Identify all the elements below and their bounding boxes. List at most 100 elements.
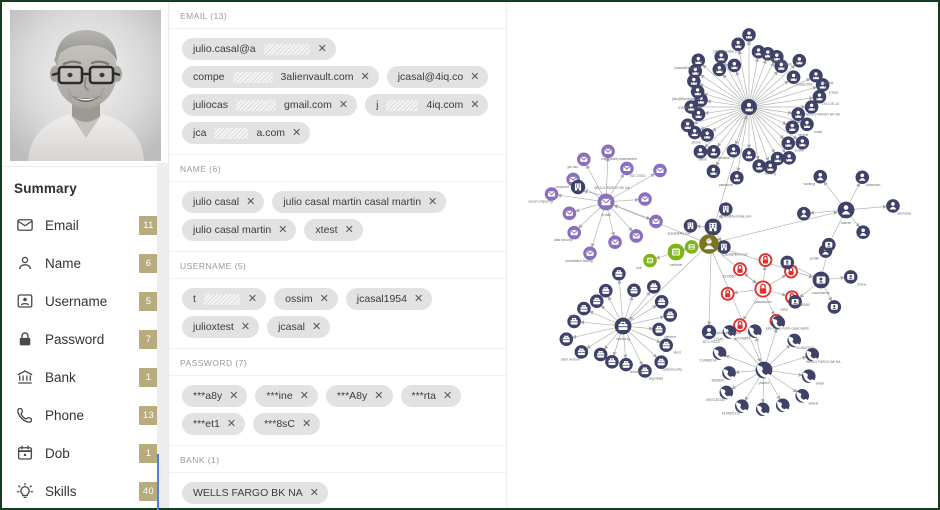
graph-node-skills[interactable] xyxy=(795,135,810,150)
graph-node-vehicle[interactable] xyxy=(684,240,699,254)
graph-node-skills[interactable] xyxy=(680,118,695,133)
graph-node-phone[interactable] xyxy=(801,369,816,384)
value-chip[interactable]: ***8sC✕ xyxy=(253,413,321,435)
graph-node-phone[interactable] xyxy=(722,325,737,339)
graph-hub-profile[interactable] xyxy=(704,218,722,236)
graph-node-skills[interactable] xyxy=(714,50,729,64)
value-chip[interactable]: ***A8y✕ xyxy=(325,385,393,407)
graph-node-phone[interactable] xyxy=(805,347,820,362)
graph-node-skills[interactable] xyxy=(693,144,708,159)
graph-node-email[interactable] xyxy=(649,214,663,229)
chip-remove-icon[interactable]: ✕ xyxy=(292,126,302,139)
graph-node-phone[interactable] xyxy=(722,366,736,380)
graph-node-work[interactable] xyxy=(647,279,661,294)
graph-node-username[interactable] xyxy=(788,294,802,309)
graph-node-work[interactable] xyxy=(593,347,608,362)
graph-node-name[interactable] xyxy=(797,206,811,221)
graph-node-email[interactable] xyxy=(620,161,634,176)
graph-node-skills[interactable] xyxy=(706,144,721,159)
graph-node-skills[interactable] xyxy=(712,62,727,77)
graph-node-skills[interactable] xyxy=(684,100,698,114)
graph-node-skills[interactable] xyxy=(812,89,827,104)
graph-node-vehicle[interactable] xyxy=(643,253,657,268)
graph-node-work[interactable] xyxy=(612,266,626,281)
graph-node-name[interactable] xyxy=(813,169,828,184)
chip-remove-icon[interactable]: ✕ xyxy=(443,389,453,402)
value-chip[interactable]: julio.casal@a✕ xyxy=(182,38,336,60)
value-chip[interactable]: julio casal✕ xyxy=(182,191,265,213)
value-chip[interactable]: t✕ xyxy=(182,288,267,310)
graph-node-work[interactable] xyxy=(659,338,674,353)
graph-node-email[interactable] xyxy=(567,225,581,240)
graph-node-profile[interactable] xyxy=(718,202,733,216)
graph-node-skills[interactable] xyxy=(726,143,741,158)
graph-node-name[interactable] xyxy=(856,225,870,240)
graph-node-skills[interactable] xyxy=(774,59,789,73)
graph-node-work[interactable] xyxy=(559,332,574,346)
value-chip[interactable]: ***rta✕ xyxy=(400,385,462,407)
graph-node-work[interactable] xyxy=(627,283,641,298)
graph-node-password[interactable] xyxy=(733,318,748,333)
chip-remove-icon[interactable]: ✕ xyxy=(319,292,329,305)
graph-node-phone[interactable] xyxy=(795,389,810,403)
graph-node-email[interactable] xyxy=(653,163,667,178)
graph-node-dob[interactable] xyxy=(701,324,717,340)
graph-canvas[interactable]: WELLS FARGO BK NAemailvehicleprofilework… xyxy=(507,2,938,508)
value-chip[interactable]: ***a8y✕ xyxy=(182,385,248,407)
graph-hub-vehicle[interactable] xyxy=(667,243,685,261)
graph-node-skills[interactable] xyxy=(800,117,814,132)
graph-node-skills[interactable] xyxy=(731,37,745,52)
graph-node-profile[interactable] xyxy=(717,240,731,254)
graph-node-username[interactable] xyxy=(822,237,836,252)
chip-remove-icon[interactable]: ✕ xyxy=(299,389,309,402)
graph-node-phone[interactable] xyxy=(755,402,770,417)
chip-remove-icon[interactable]: ✕ xyxy=(309,486,319,499)
graph-node-skills[interactable] xyxy=(770,151,785,166)
graph-node-skills[interactable] xyxy=(706,164,721,179)
graph-node-skills[interactable] xyxy=(809,68,823,83)
chip-remove-icon[interactable]: ✕ xyxy=(470,70,480,83)
graph-node-skills[interactable] xyxy=(688,64,703,78)
graph-node-email[interactable] xyxy=(629,229,644,243)
value-chip[interactable]: WELLS FARGO BK NA✕ xyxy=(182,482,328,504)
value-chip[interactable]: jcasal@4iq.co✕ xyxy=(386,66,489,88)
graph-node-password[interactable] xyxy=(720,286,735,301)
graph-node-username[interactable] xyxy=(827,300,842,314)
graph-node-skills[interactable] xyxy=(727,58,742,73)
graph-node-skills[interactable] xyxy=(742,147,756,162)
value-chip[interactable]: xtest✕ xyxy=(304,219,363,241)
graph-hub-name[interactable] xyxy=(837,201,855,219)
chip-remove-icon[interactable]: ✕ xyxy=(278,223,288,236)
graph-node-username[interactable] xyxy=(780,255,795,270)
value-chip[interactable]: jcasal1954✕ xyxy=(345,288,433,310)
chip-remove-icon[interactable]: ✕ xyxy=(229,389,239,402)
graph-node-bank[interactable] xyxy=(570,179,586,195)
graph-node-work[interactable] xyxy=(574,345,589,359)
graph-node-skills[interactable] xyxy=(782,151,796,165)
chip-remove-icon[interactable]: ✕ xyxy=(226,417,237,430)
graph-node-work[interactable] xyxy=(638,364,652,378)
graph-node-phone[interactable] xyxy=(775,398,790,413)
graph-node-work[interactable] xyxy=(663,308,678,322)
graph-node-skills[interactable] xyxy=(791,107,805,121)
graph-node-skills[interactable] xyxy=(691,53,706,68)
graph-node-profile[interactable] xyxy=(683,218,698,233)
graph-node-email[interactable] xyxy=(583,246,597,261)
value-chip[interactable]: julioxtest✕ xyxy=(182,316,260,338)
graph-node-skills[interactable] xyxy=(730,170,744,185)
chip-remove-icon[interactable]: ✕ xyxy=(240,320,251,333)
graph-node-skills[interactable] xyxy=(687,74,701,88)
graph-node-work[interactable] xyxy=(619,357,633,372)
graph-hub-skills[interactable] xyxy=(741,99,758,116)
graph-node-name[interactable] xyxy=(855,170,870,185)
graph-node-work[interactable] xyxy=(605,355,619,369)
graph-node-skills[interactable] xyxy=(742,28,756,42)
sidebar-scrollbar-track[interactable] xyxy=(157,163,168,508)
graph-hub-work[interactable] xyxy=(614,317,632,335)
